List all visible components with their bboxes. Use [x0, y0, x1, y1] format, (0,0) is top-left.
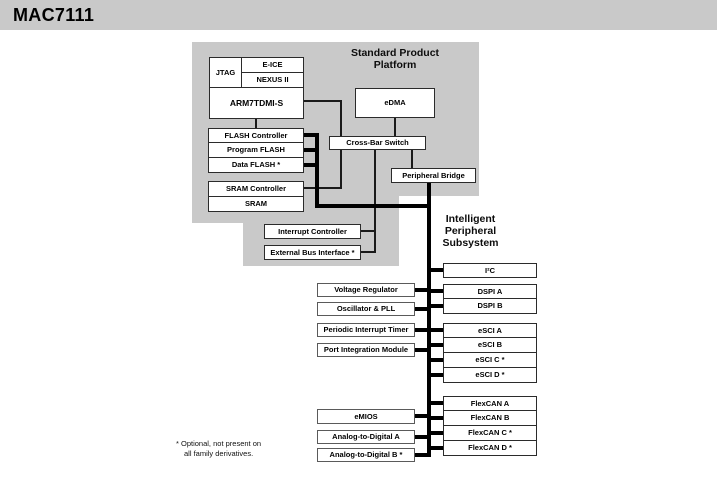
bus-stub-esci-d — [431, 373, 443, 377]
bus-stub-port-integration-module — [415, 348, 427, 352]
bus-stub-esci-a — [431, 328, 443, 332]
bus-stub-adc-b — [415, 453, 427, 457]
footnote-line2: all family derivatives. — [184, 449, 254, 459]
bus-stub-dspi-b — [431, 304, 443, 308]
module-dspi-a: DSPI A — [443, 284, 537, 299]
footnote: * Optional, not present on all family de… — [176, 439, 306, 459]
bus-stub-oscillator-pll — [415, 307, 427, 311]
module-analog-to-digital-a: Analog-to-Digital A — [317, 430, 415, 444]
connector-crossbar-to-sram-v — [340, 150, 342, 189]
bus-stub-i2c — [431, 268, 443, 272]
module-esci-b: eSCI B — [443, 337, 537, 353]
block-data-flash: Data FLASH * — [208, 157, 304, 173]
bus-stub-flexcan-d — [431, 446, 443, 450]
block-sram-controller: SRAM Controller — [208, 181, 304, 197]
module-port-integration-module: Port Integration Module — [317, 343, 415, 357]
platform-header-line2: Platform — [373, 59, 417, 72]
bus-stub-voltage-regulator — [415, 288, 427, 292]
block-external-bus-interface: External Bus Interface * — [264, 245, 361, 260]
connector-edma-to-crossbar — [394, 118, 396, 136]
connector-ebi-h — [360, 251, 376, 253]
connector-arm-to-crossbar-v — [340, 100, 342, 137]
memory-bus-vertical — [315, 133, 319, 208]
module-i2c: I²C — [443, 263, 537, 278]
peripheral-subsystem-header: Intelligent Peripheral Subsystem — [418, 213, 523, 249]
bus-stub-emios — [415, 414, 427, 418]
bus-stub-flexcan-c — [431, 431, 443, 435]
connector-crossbar-to-ebi-v — [374, 150, 376, 253]
bus-stub-flash-controller — [302, 133, 316, 137]
block-jtag: JTAG — [209, 57, 242, 88]
module-esci-d: eSCI D * — [443, 367, 537, 383]
bus-stub-flexcan-b — [431, 416, 443, 420]
platform-header-line1: Standard Product — [350, 47, 440, 59]
block-nexus-ii: NEXUS II — [241, 72, 304, 88]
module-emios: eMIOS — [317, 409, 415, 424]
page-title: MAC7111 — [13, 4, 95, 25]
connector-arm-to-flash — [255, 119, 257, 129]
block-crossbar-switch: Cross-Bar Switch — [329, 136, 426, 150]
block-sram: SRAM — [208, 196, 304, 212]
connector-crossbar-to-bridge — [411, 150, 413, 169]
memory-bus-horizontal — [315, 204, 431, 208]
block-edma: eDMA — [355, 88, 435, 118]
bus-stub-adc-a — [415, 435, 427, 439]
ips-header-line2: Peripheral — [444, 225, 497, 238]
module-esci-c: eSCI C * — [443, 352, 537, 368]
block-interrupt-controller: Interrupt Controller — [264, 224, 361, 239]
ips-header-line1: Intelligent — [445, 213, 496, 225]
connector-interrupt-controller-h — [360, 230, 376, 232]
module-oscillator-pll: Oscillator & PLL — [317, 302, 415, 316]
module-flexcan-b: FlexCAN B — [443, 410, 537, 426]
block-arm7tdmi-s: ARM7TDMI-S — [209, 87, 304, 119]
block-program-flash: Program FLASH — [208, 142, 304, 158]
bus-stub-esci-c — [431, 358, 443, 362]
module-flexcan-c: FlexCAN C * — [443, 425, 537, 441]
module-esci-a: eSCI A — [443, 323, 537, 338]
title-bar: MAC7111 — [0, 0, 717, 30]
platform-header: Standard Product Platform — [330, 47, 460, 71]
ips-header-line3: Subsystem — [442, 237, 499, 250]
module-flexcan-d: FlexCAN D * — [443, 440, 537, 456]
footnote-line1: * Optional, not present on — [176, 439, 262, 448]
bus-stub-dspi-a — [431, 289, 443, 293]
bus-stub-program-flash — [302, 148, 316, 152]
module-dspi-b: DSPI B — [443, 298, 537, 314]
module-periodic-interrupt-timer: Periodic Interrupt Timer — [317, 323, 415, 337]
module-voltage-regulator: Voltage Regulator — [317, 283, 415, 297]
block-peripheral-bridge: Peripheral Bridge — [391, 168, 476, 183]
bus-stub-data-flash — [302, 163, 316, 167]
block-e-ice: E-ICE — [241, 57, 304, 73]
module-flexcan-a: FlexCAN A — [443, 396, 537, 411]
block-flash-controller: FLASH Controller — [208, 128, 304, 143]
connector-arm-to-crossbar-h — [303, 100, 341, 102]
bus-stub-periodic-interrupt-timer — [415, 328, 427, 332]
bus-stub-flexcan-a — [431, 401, 443, 405]
bus-stub-esci-b — [431, 343, 443, 347]
peripheral-bus-vertical — [427, 182, 431, 457]
module-analog-to-digital-b: Analog-to-Digital B * — [317, 448, 415, 462]
connector-sram-controller-h — [303, 187, 341, 189]
